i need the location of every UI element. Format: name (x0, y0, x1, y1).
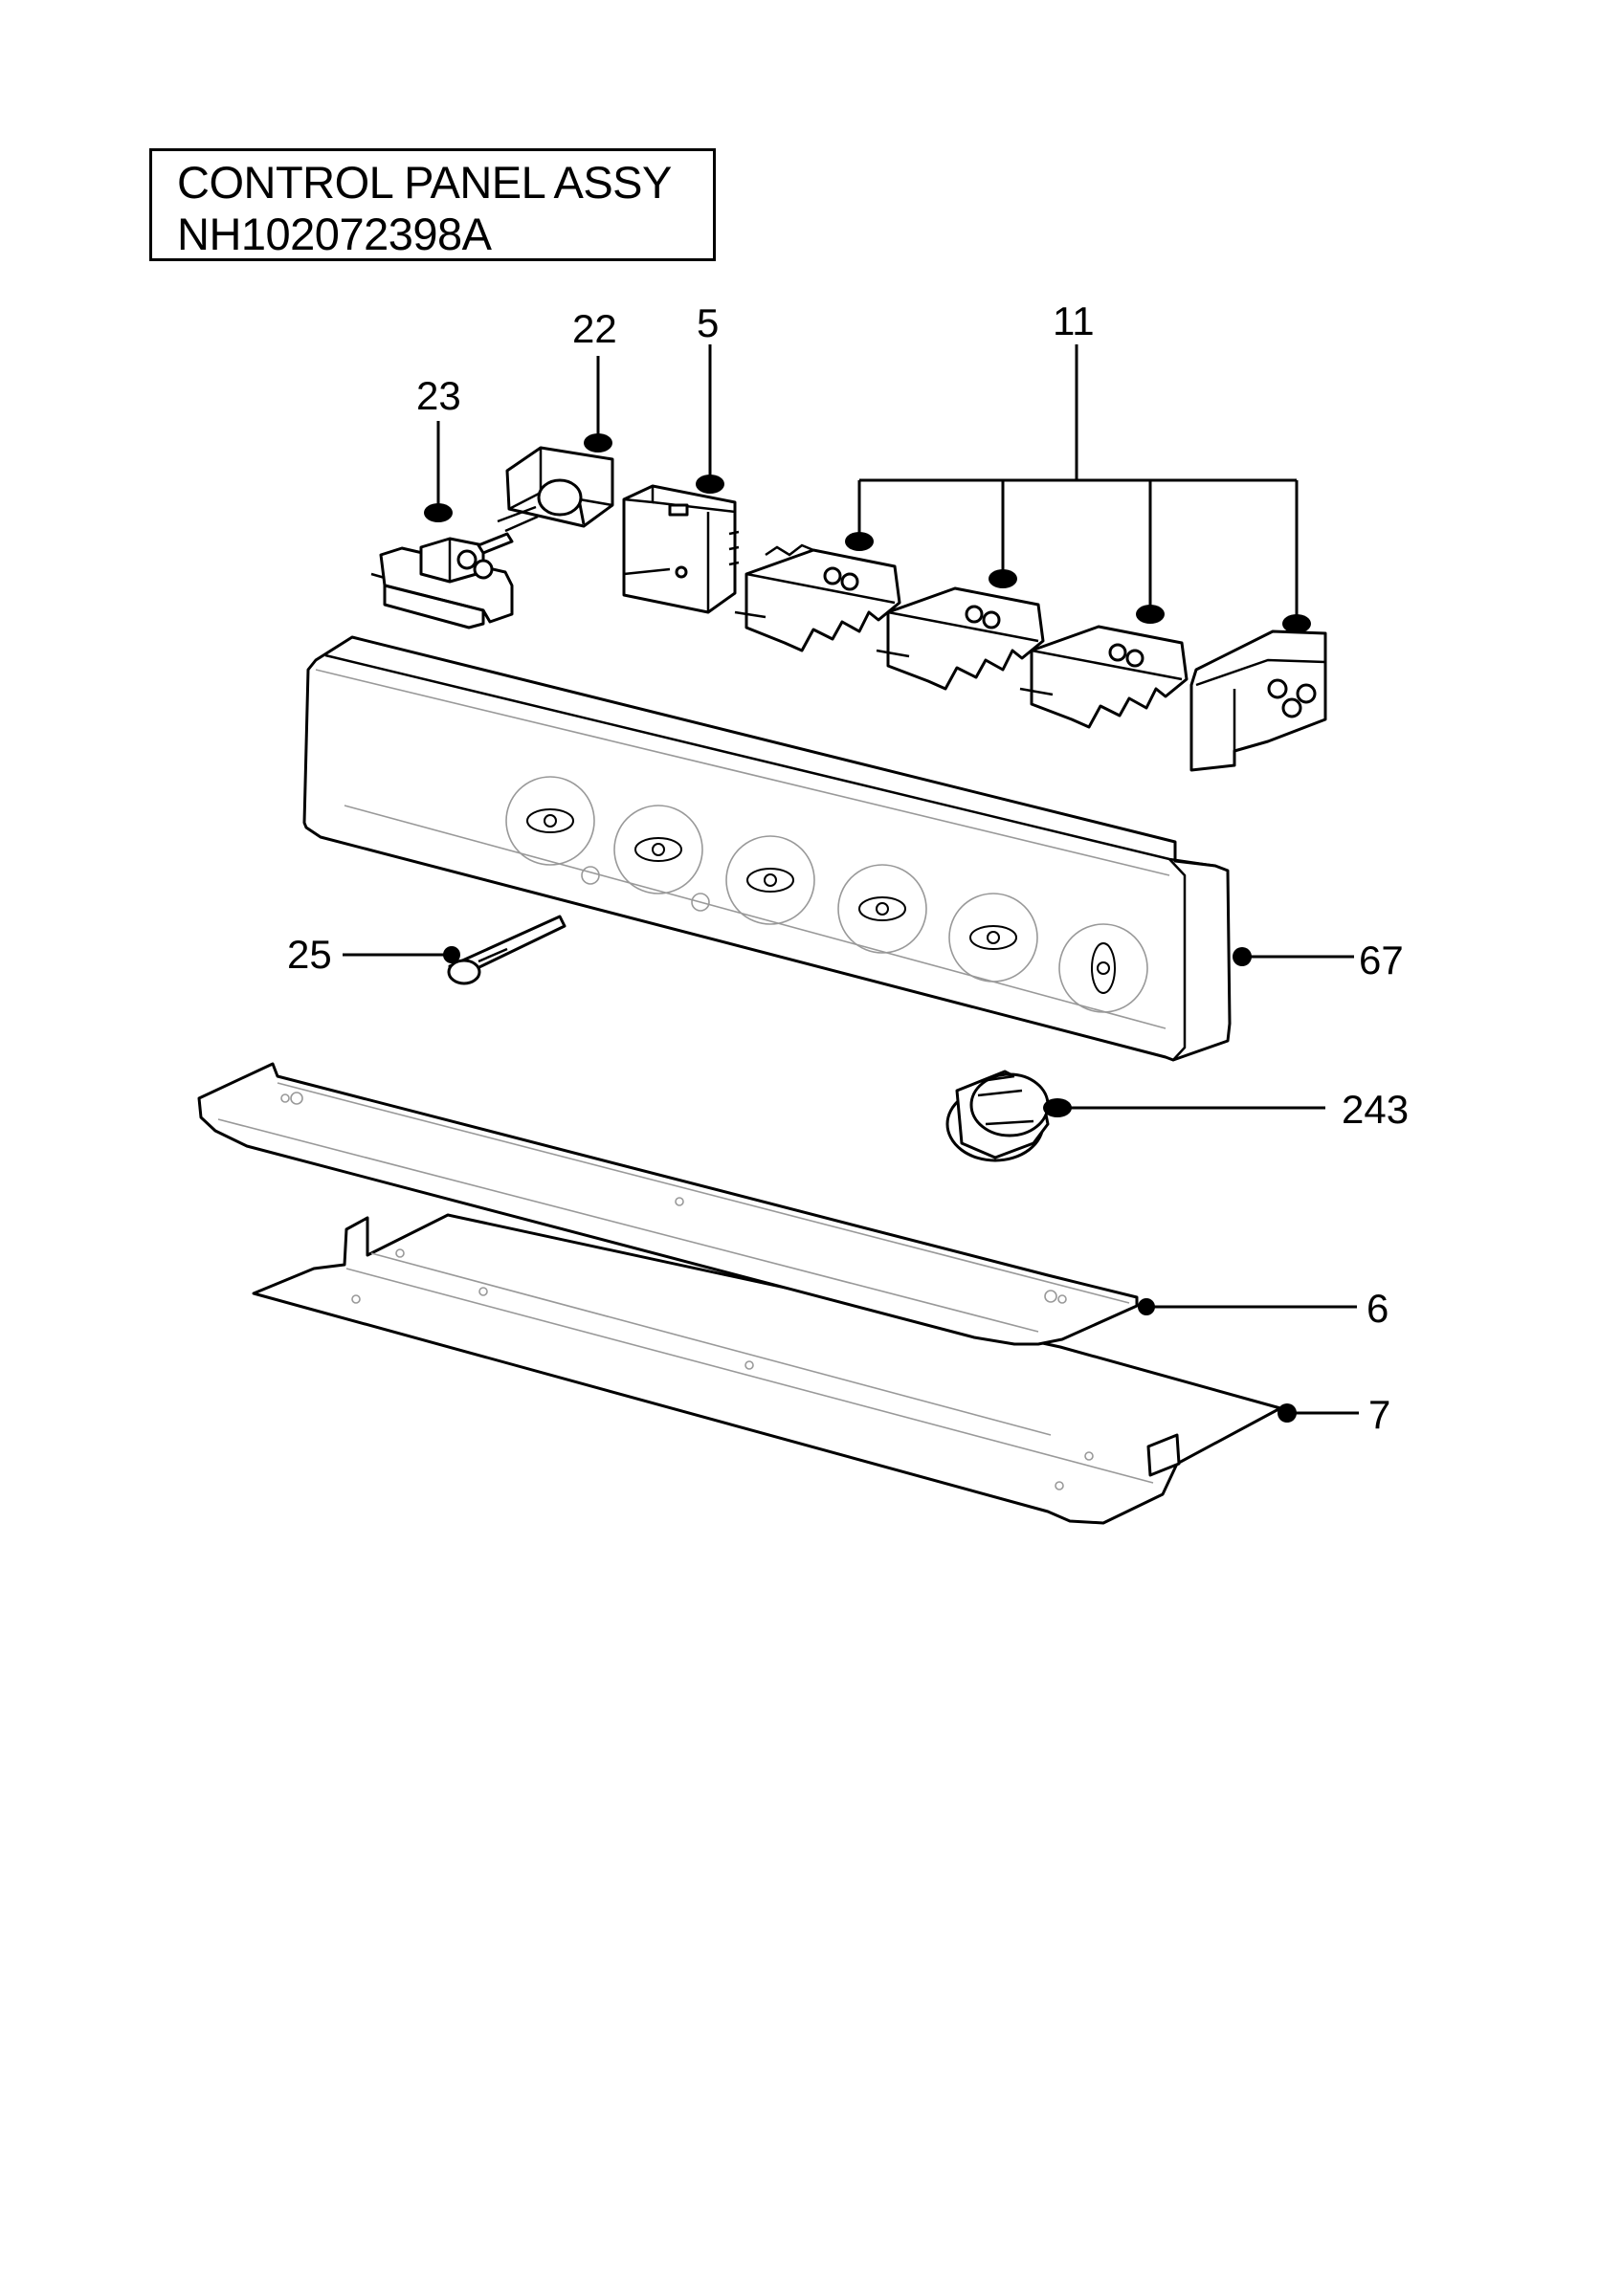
callout-dot-11d (1282, 614, 1311, 633)
panel-knob-hole-4 (837, 864, 927, 954)
part-23-switch (370, 537, 514, 629)
callout-label-23: 23 (416, 373, 461, 418)
callout-dot-6 (1138, 1298, 1155, 1315)
callout-dot-11b (989, 569, 1017, 588)
callout-dot-25 (443, 946, 460, 963)
part-11-switch-3 (1019, 625, 1189, 729)
callout-label-6: 6 (1366, 1286, 1389, 1331)
part-6-trim-strip (197, 1062, 1139, 1346)
panel-knob-hole-6 (1058, 923, 1148, 1013)
part-7-bottom-tray (252, 1213, 1282, 1525)
callout-leaders (343, 344, 1359, 1423)
callout-label-25: 25 (287, 932, 332, 977)
callout-dot-23 (424, 503, 453, 522)
callout-dot-11c (1136, 605, 1165, 624)
assembly-part-number: NH102072398A (177, 209, 492, 259)
panel-knob-hole-2 (613, 805, 703, 894)
callout-label-67: 67 (1359, 938, 1404, 982)
callout-label-243: 243 (1342, 1087, 1409, 1132)
callout-dot-5 (696, 475, 724, 494)
callout-label-7: 7 (1368, 1392, 1390, 1437)
callout-labels: 23 22 5 11 25 67 243 6 7 (287, 298, 1409, 1437)
callout-dot-7 (1278, 1403, 1297, 1423)
panel-knob-hole-5 (948, 893, 1038, 982)
callout-label-11: 11 (1053, 298, 1095, 343)
panel-knob-hole-1 (505, 776, 595, 866)
part-11-switch-2 (876, 586, 1045, 691)
assembly-title-box: CONTROL PANEL ASSY NH102072398A (149, 148, 716, 261)
part-243-control-knob (945, 1070, 1050, 1162)
part-5-energy-regulator (622, 484, 740, 614)
part-22-thermostat (477, 446, 614, 555)
assembly-name: CONTROL PANEL ASSY (177, 157, 672, 208)
callout-dot-11a (845, 532, 874, 551)
panel-knob-hole-3 (725, 835, 815, 925)
part-25-indicator-lamp (447, 915, 567, 985)
part-67-control-panel (302, 635, 1232, 1062)
part-11-switch-4 (1189, 629, 1327, 772)
callout-dot-243 (1043, 1098, 1072, 1117)
callout-label-22: 22 (572, 306, 617, 351)
callout-dot-67 (1233, 947, 1252, 966)
callout-label-5: 5 (697, 300, 719, 345)
callout-dot-22 (584, 433, 612, 453)
part-11-switch-1 (734, 543, 901, 652)
